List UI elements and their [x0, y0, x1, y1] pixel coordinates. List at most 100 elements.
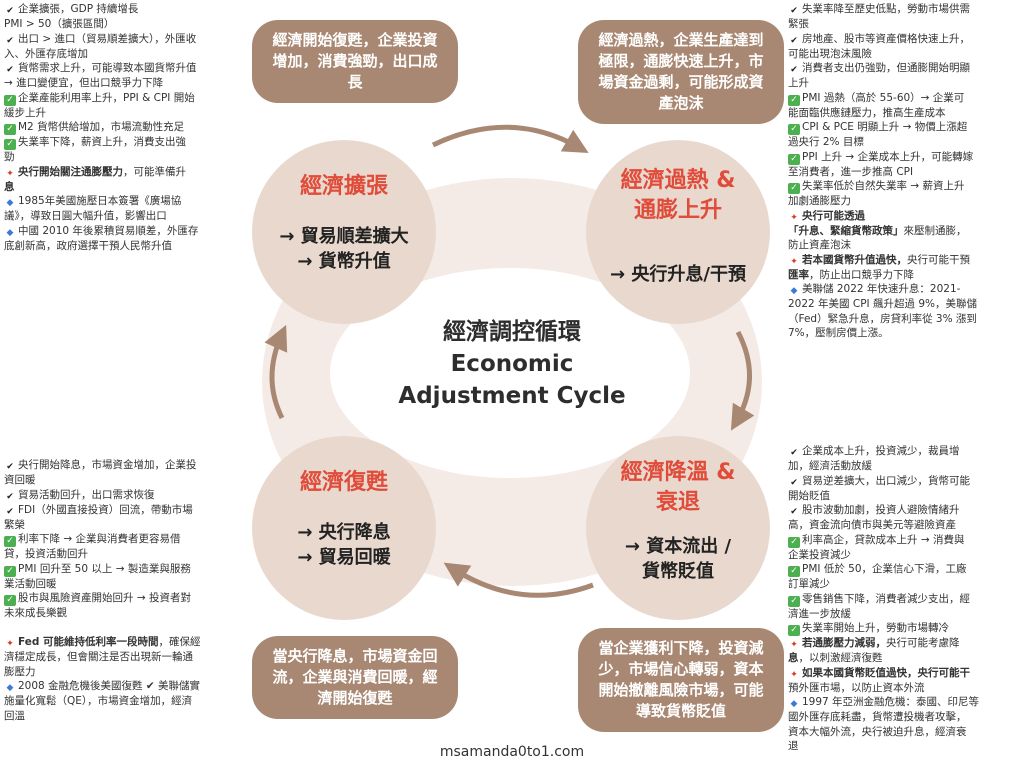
note-line: 至消費者，進一步推高 CPI [788, 165, 1022, 180]
note-line: 國外匯存底耗盡，貨幣遭投機者攻擊， [788, 710, 1022, 725]
note-text-tail: ，以刺激經濟復甦 [798, 652, 883, 664]
note-line: 繁榮 [4, 518, 250, 533]
cycle-title-zh: 經濟調控循環 [443, 319, 581, 345]
note-text-tail: ，防止出口競爭力下降 [809, 268, 914, 281]
note-line: ✓PMI 低於 50，企業信心下滑，工廠 [788, 562, 1022, 577]
note-text: 股市與風險資產開始回升 → 投資者對 [18, 592, 191, 604]
diamond-icon: ◆ [790, 286, 798, 296]
check-icon: ✔ [790, 35, 798, 46]
note-line: 未來成長樂觀 [4, 606, 250, 621]
note-text: 息 [4, 180, 15, 193]
note-text: 貿易逆差擴大，出口減少，貨幣可能 [802, 474, 970, 487]
note-line: 濟穩定成長，但會關注是否出現新一輪通 [4, 650, 250, 665]
phase-overheat-title-1: 經濟過熱 & [620, 168, 736, 193]
note-line: ✔ 貿易逆差擴大，出口減少，貨幣可能 [788, 474, 1022, 489]
note-line: 過央行 2% 目標 [788, 135, 1022, 150]
note-text: Fed 可能維持低利率一段時間 [18, 636, 159, 648]
note-text: 退 [788, 740, 799, 752]
note-line: 匯率，防止出口競爭力下降 [788, 268, 1022, 283]
check-icon: ✔ [6, 506, 14, 517]
note-text: 入、外匯存底增加 [4, 47, 88, 60]
pin-icon: ✦ [6, 168, 14, 179]
note-text: 「升息、緊縮貨幣政策」 [788, 224, 904, 237]
diamond-icon: ◆ [6, 683, 14, 693]
phase-expansion: 經濟擴張 → 貿易順差擴大 → 貨幣升值 [252, 140, 436, 324]
note-text: 至消費者，進一步推高 CPI [788, 165, 914, 178]
note-text: 7%，壓制房價上漲。 [788, 327, 889, 339]
note-line: ◆1997 年亞洲金融危機：泰國、印尼等 [788, 695, 1022, 710]
note-text: 濟穩定成長，但會關注是否出現新一輪通 [4, 651, 193, 663]
note-line: 防止資產泡沫 [788, 238, 1022, 253]
note-text: 2022 年美國 CPI 飆升超過 9%，美聯儲 [788, 298, 977, 310]
note-text: 企業成本上升，投資減少，裁員增 [802, 445, 960, 457]
note-line: ✦Fed 可能維持低利率一段時間，確保經 [4, 635, 250, 650]
note-text: PMI 回升至 50 以上 → 製造業與服務 [18, 562, 191, 575]
note-text: 股市波動加劇，投資人避險情緒升 [802, 504, 960, 516]
note-text: 未來成長樂觀 [4, 607, 67, 619]
phase-recovery-line1: → 央行降息 [297, 522, 391, 543]
green-check-icon: ✓ [4, 595, 16, 606]
note-line: ◆美聯儲 2022 年快速升息：2021- [788, 282, 1022, 297]
note-line: 退 [788, 739, 1022, 754]
note-line: ✔消費者支出仍強勁，但通膨開始明顯 [788, 61, 1022, 76]
note-text: 消費者支出仍強勁，但通膨開始明顯 [802, 62, 970, 74]
check-icon: ✔ [790, 477, 798, 488]
bubble-expansion: 經濟開始復甦，企業投資增加，消費強勁，出口成長 [252, 20, 458, 103]
bubble-overheat: 經濟過熱，企業生產達到極限，通膨快速上升，市場資金過剩，可能形成資產泡沫 [578, 20, 784, 124]
note-text: 企業產能利用率上升，PPI & CPI 開始 [18, 91, 195, 104]
note-text: 勁 [4, 151, 15, 163]
note-text: 若本國貨幣升值過快， [802, 253, 907, 266]
note-line: 議》，導致日圓大幅升值，影響出口 [4, 209, 250, 224]
check-icon: ✔ [6, 491, 14, 502]
phase-expansion-title: 經濟擴張 [299, 174, 388, 199]
pin-icon: ✦ [790, 640, 798, 650]
note-line: 資回暖 [4, 473, 250, 488]
green-check-icon: ✓ [4, 94, 16, 106]
note-text: 加劇通膨壓力 [788, 195, 851, 207]
note-text: 2008 金融危機後美國復甦 ✔ 美聯儲實 [18, 680, 201, 692]
note-line: 加，經濟活動放緩 [788, 459, 1022, 474]
green-check-icon: ✓ [788, 566, 800, 577]
check-icon: ✔ [6, 6, 14, 16]
note-line: ✦若通膨壓力減弱，央行可能考慮降 [788, 636, 1022, 651]
phase-recovery-line2: → 貿易回暖 [297, 547, 391, 568]
note-text: 資回暖 [4, 474, 36, 486]
diamond-icon: ◆ [6, 227, 14, 238]
note-text: （Fed）緊急升息，房貸利率從 3% 漲到 [788, 312, 977, 325]
note-line: 訂單減少 [788, 577, 1022, 592]
note-line: ✔ 企業擴張，GDP 持續增長 [4, 2, 250, 17]
note-text: 施量化寬鬆（QE），市場資金增加，經濟 [4, 695, 193, 707]
phase-recovery: 經濟復甦 → 央行降息 → 貿易回暖 [252, 436, 436, 620]
note-line: ✔出口 > 進口（貿易順差擴大），外匯收 [4, 32, 250, 47]
note-text: 貿易活動回升，出口需求恢復 [18, 488, 155, 501]
note-text: 緊張 [788, 18, 809, 30]
site-url: msamanda0to1.com [439, 744, 585, 760]
note-text: 匯率 [788, 268, 809, 281]
note-line: ✓PMI 過熱（高於 55-60）→ 企業可 [788, 91, 1022, 106]
note-line: 開始貶值 [788, 489, 1022, 504]
note-text: 資本大幅外流，央行被迫升息，經濟衰 [788, 725, 967, 738]
cycle-title: 經濟調控循環 Economic Adjustment Cycle [372, 316, 652, 412]
note-text: 1997 年亞洲金融危機：泰國、印尼等 [802, 696, 980, 708]
note-line: ✓零售銷售下降，消費者減少支出，經 [788, 592, 1022, 607]
phase-recession: 經濟降溫 & 衰退 → 資本流出 / 貨幣貶值 [586, 436, 770, 620]
note-text: 防止資產泡沫 [788, 239, 851, 251]
note-line: （Fed）緊急升息，房貸利率從 3% 漲到 [788, 312, 1022, 327]
note-text: 膨壓力 [4, 665, 36, 678]
notes-overheat: ✔失業率降至歷史低點，勞動市場供需緊張✔房地產、股市等資產價格快速上升，可能出現… [788, 2, 1022, 341]
cycle-title-en-2: Adjustment Cycle [398, 383, 626, 409]
note-text-tail: 來壓制通膨， [903, 224, 967, 237]
note-text: 貨幣需求上升，可能導致本國貨幣升值 [18, 62, 197, 74]
note-text: FDI（外國直接投資）回流，帶動市場 [18, 503, 193, 516]
note-text: 企業擴張，GDP 持續增長 [18, 3, 139, 15]
note-line: 高，資金流向債市與美元等避險資產 [788, 518, 1022, 533]
note-text: 1985年美國施壓日本簽署《廣場協 [18, 195, 182, 207]
note-line: → 進口變便宜，但出口競爭力下降 [4, 76, 250, 91]
note-text: 業活動回暖 [4, 577, 57, 590]
note-line: 「升息、緊縮貨幣政策」來壓制通膨， [788, 224, 1022, 239]
note-line: ✔ 貿易活動回升，出口需求恢復 [4, 488, 250, 503]
phase-recession-title-1: 經濟降溫 & [620, 460, 736, 485]
